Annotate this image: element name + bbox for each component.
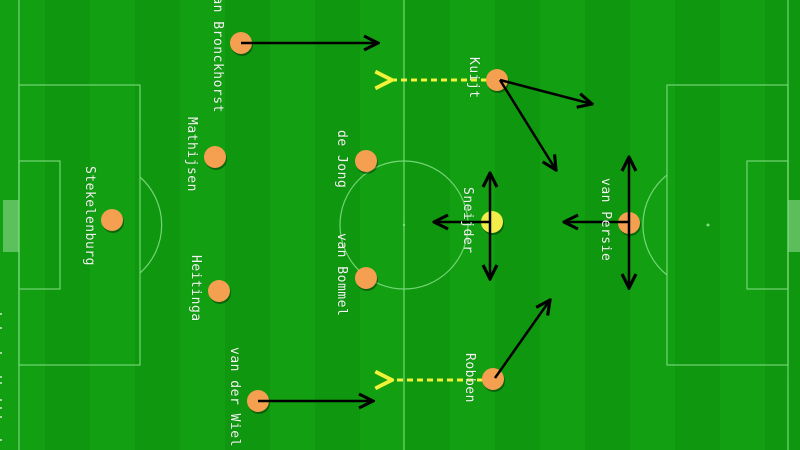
left-goal-area	[18, 160, 61, 290]
touchline-dots	[0, 313, 2, 441]
player-marker-dejong[interactable]	[355, 150, 377, 172]
centre-circle	[339, 160, 469, 290]
player-marker-stekelenburg[interactable]	[101, 209, 123, 231]
player-label-bronckhorst: van Bronckhorst	[210, 0, 225, 113]
player-label-heitinga: Heitinga	[188, 255, 203, 322]
player-label-kuijt: Kuijt	[466, 57, 481, 99]
left-penalty-arc	[139, 176, 163, 274]
run-arrow-kuijt	[498, 79, 556, 170]
player-marker-mathijsen[interactable]	[204, 146, 226, 168]
run-arrow-robben	[493, 300, 550, 379]
right-penalty-area	[666, 84, 789, 366]
player-marker-heitinga[interactable]	[208, 280, 230, 302]
player-marker-vanbommel[interactable]	[355, 267, 377, 289]
player-label-sneijder: Sneijder	[460, 187, 475, 254]
right-penalty-spot	[706, 223, 710, 227]
player-label-stekelenburg: Stekelenburg	[82, 166, 97, 266]
left-goal	[3, 200, 19, 252]
player-label-vanpersie: van Persie	[598, 178, 613, 262]
right-penalty-arc	[642, 174, 668, 276]
player-label-robben: Robben	[462, 353, 477, 403]
right-goal	[788, 200, 800, 252]
player-label-mathijsen: Mathijsen	[184, 117, 199, 192]
player-label-vanderwiel: van der Wiel	[227, 347, 242, 447]
player-label-vanbommel: van Bommel	[334, 233, 349, 317]
right-goal-area	[746, 160, 789, 290]
player-marker-sneijder[interactable]	[481, 211, 503, 233]
centre-spot	[402, 223, 406, 227]
run-arrow-kuijt	[499, 78, 592, 104]
player-label-dejong: de Jong	[334, 130, 349, 189]
